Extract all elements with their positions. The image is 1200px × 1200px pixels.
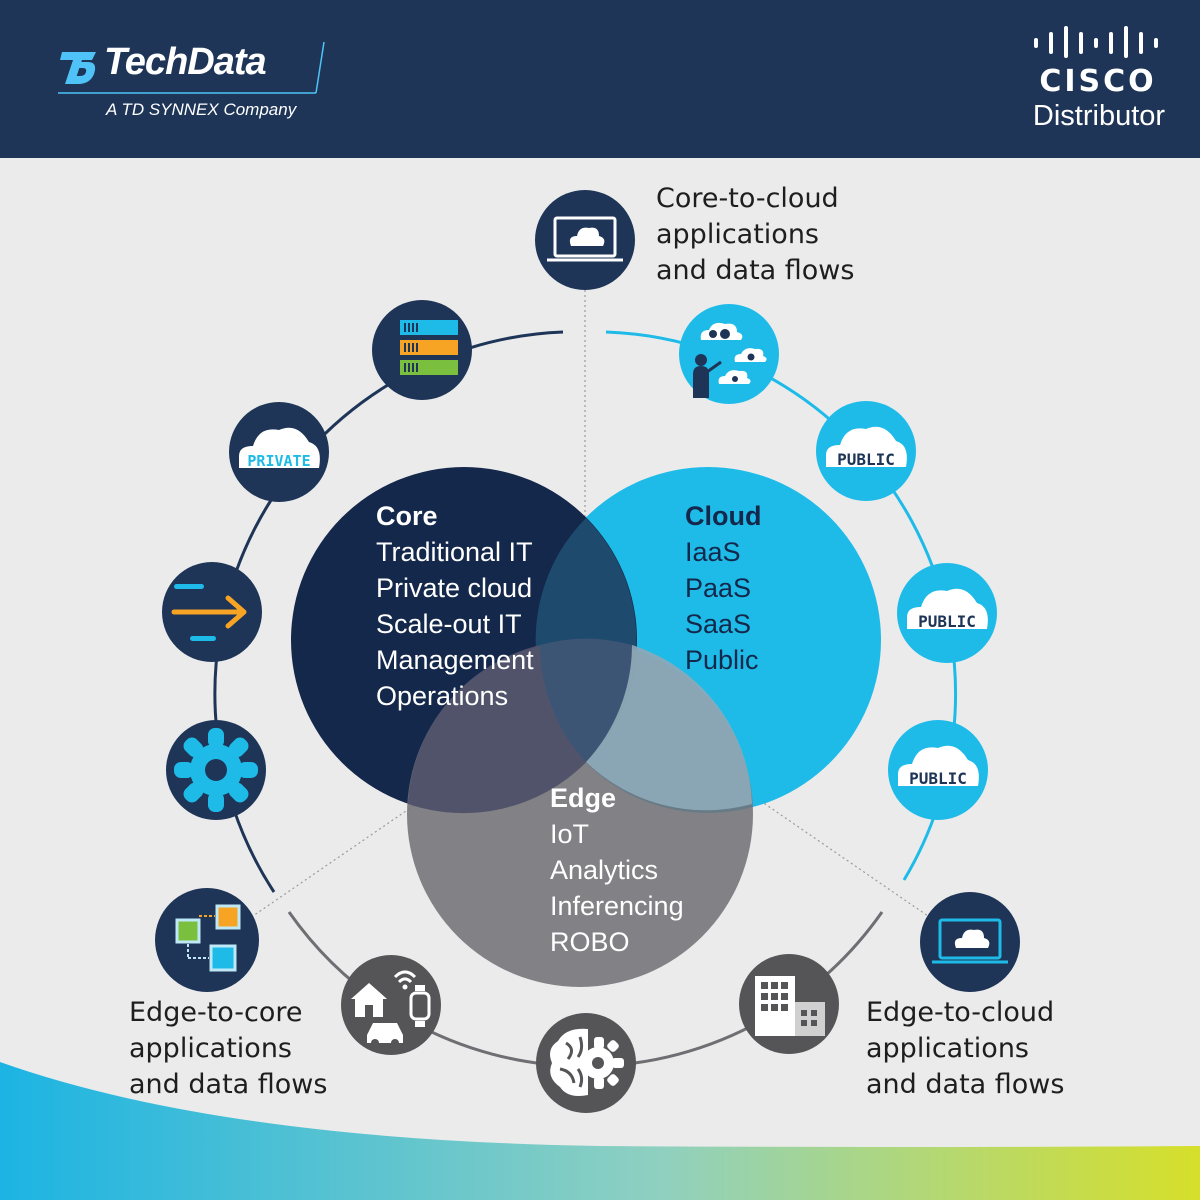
- logo-underline: [58, 41, 325, 94]
- brand-name: TechData: [104, 41, 267, 83]
- partner-word: CISCO: [1039, 64, 1157, 99]
- public-badge-label-2: PUBLIC: [918, 612, 976, 631]
- edge-to-cloud-caption: Edge-to-cloud applications and data flow…: [866, 995, 1064, 1103]
- caption-line: Edge-to-core: [129, 997, 303, 1028]
- edge-item: Analytics: [550, 855, 659, 885]
- edge-to-core-caption: Edge-to-core applications and data flows: [129, 995, 327, 1103]
- cloud-item: IaaS: [685, 537, 741, 567]
- caption-line: and data flows: [656, 255, 855, 286]
- core-item: Operations: [376, 681, 509, 711]
- core-label-block: Core Traditional IT Private cloud Scale-…: [376, 498, 534, 714]
- laptop-cloud-icon: [920, 892, 1020, 992]
- caption-line: Core-to-cloud: [656, 183, 839, 214]
- public-badge-label-3: PUBLIC: [909, 769, 967, 788]
- private-badge-label: PRIVATE: [247, 452, 310, 470]
- core-edge-overlap: [408, 645, 586, 814]
- gear-icon: [166, 720, 266, 820]
- core-item: Management: [376, 645, 534, 675]
- header-bar: TechData A TD SYNNEX Company CISCO Distr…: [0, 0, 1200, 158]
- cisco-bars-icon: [1034, 26, 1158, 58]
- cloud-edge-overlap: [586, 645, 752, 811]
- bottom-wave: [0, 1062, 1200, 1200]
- server-rack-icon: [372, 300, 472, 400]
- caption-line: Edge-to-cloud: [866, 997, 1055, 1028]
- connector-lines: [249, 290, 929, 919]
- center-overlap: [540, 638, 632, 762]
- core-item: Traditional IT: [376, 537, 533, 567]
- cloud-presenter-icon: [679, 304, 779, 404]
- caption-line: and data flows: [129, 1069, 328, 1100]
- cloud-item: SaaS: [685, 609, 752, 639]
- edge-label-block: Edge IoT Analytics Inferencing ROBO: [550, 780, 684, 960]
- ai-brain-icon: [536, 1013, 636, 1113]
- public-cloud-icon: PUBLIC: [816, 401, 916, 501]
- core-item: Scale-out IT: [376, 609, 522, 639]
- caption-line: and data flows: [866, 1069, 1065, 1100]
- public-cloud-icon: PUBLIC: [888, 720, 988, 820]
- techdata-logo: TechData A TD SYNNEX Company: [58, 40, 328, 130]
- cloud-item: PaaS: [685, 573, 752, 603]
- transfer-arrow-icon: [162, 562, 262, 662]
- brand-tagline: A TD SYNNEX Company: [106, 100, 297, 119]
- public-cloud-icon: PUBLIC: [897, 563, 997, 663]
- td-mark-icon: [60, 52, 96, 84]
- edge-item: ROBO: [550, 927, 630, 957]
- edge-item: IoT: [550, 819, 590, 849]
- edge-title: Edge: [550, 783, 617, 813]
- caption-line: applications: [129, 1033, 293, 1064]
- caption-line: applications: [866, 1033, 1030, 1064]
- edge-to-core-connector: [249, 799, 423, 919]
- core-to-cloud-caption: Core-to-cloud applications and data flow…: [656, 181, 854, 289]
- public-badge-label-1: PUBLIC: [837, 450, 895, 469]
- edge-item: Inferencing: [550, 891, 684, 921]
- caption-line: applications: [656, 219, 820, 250]
- smart-home-icon: [341, 955, 441, 1055]
- office-building-icon: [739, 954, 839, 1054]
- cloud-item: Public: [685, 645, 759, 675]
- edge-to-cloud-connector: [751, 794, 929, 917]
- edge-network-icon: [155, 888, 259, 992]
- cloud-title: Cloud: [685, 501, 762, 531]
- private-cloud-icon: PRIVATE: [229, 402, 329, 502]
- venn-circles: [291, 467, 881, 987]
- core-title: Core: [376, 501, 438, 531]
- laptop-cloud-icon: [535, 190, 635, 290]
- core-item: Private cloud: [376, 573, 533, 603]
- cloud-label-block: Cloud IaaS PaaS SaaS Public: [685, 498, 761, 678]
- partner-role: Distributor: [1032, 100, 1166, 132]
